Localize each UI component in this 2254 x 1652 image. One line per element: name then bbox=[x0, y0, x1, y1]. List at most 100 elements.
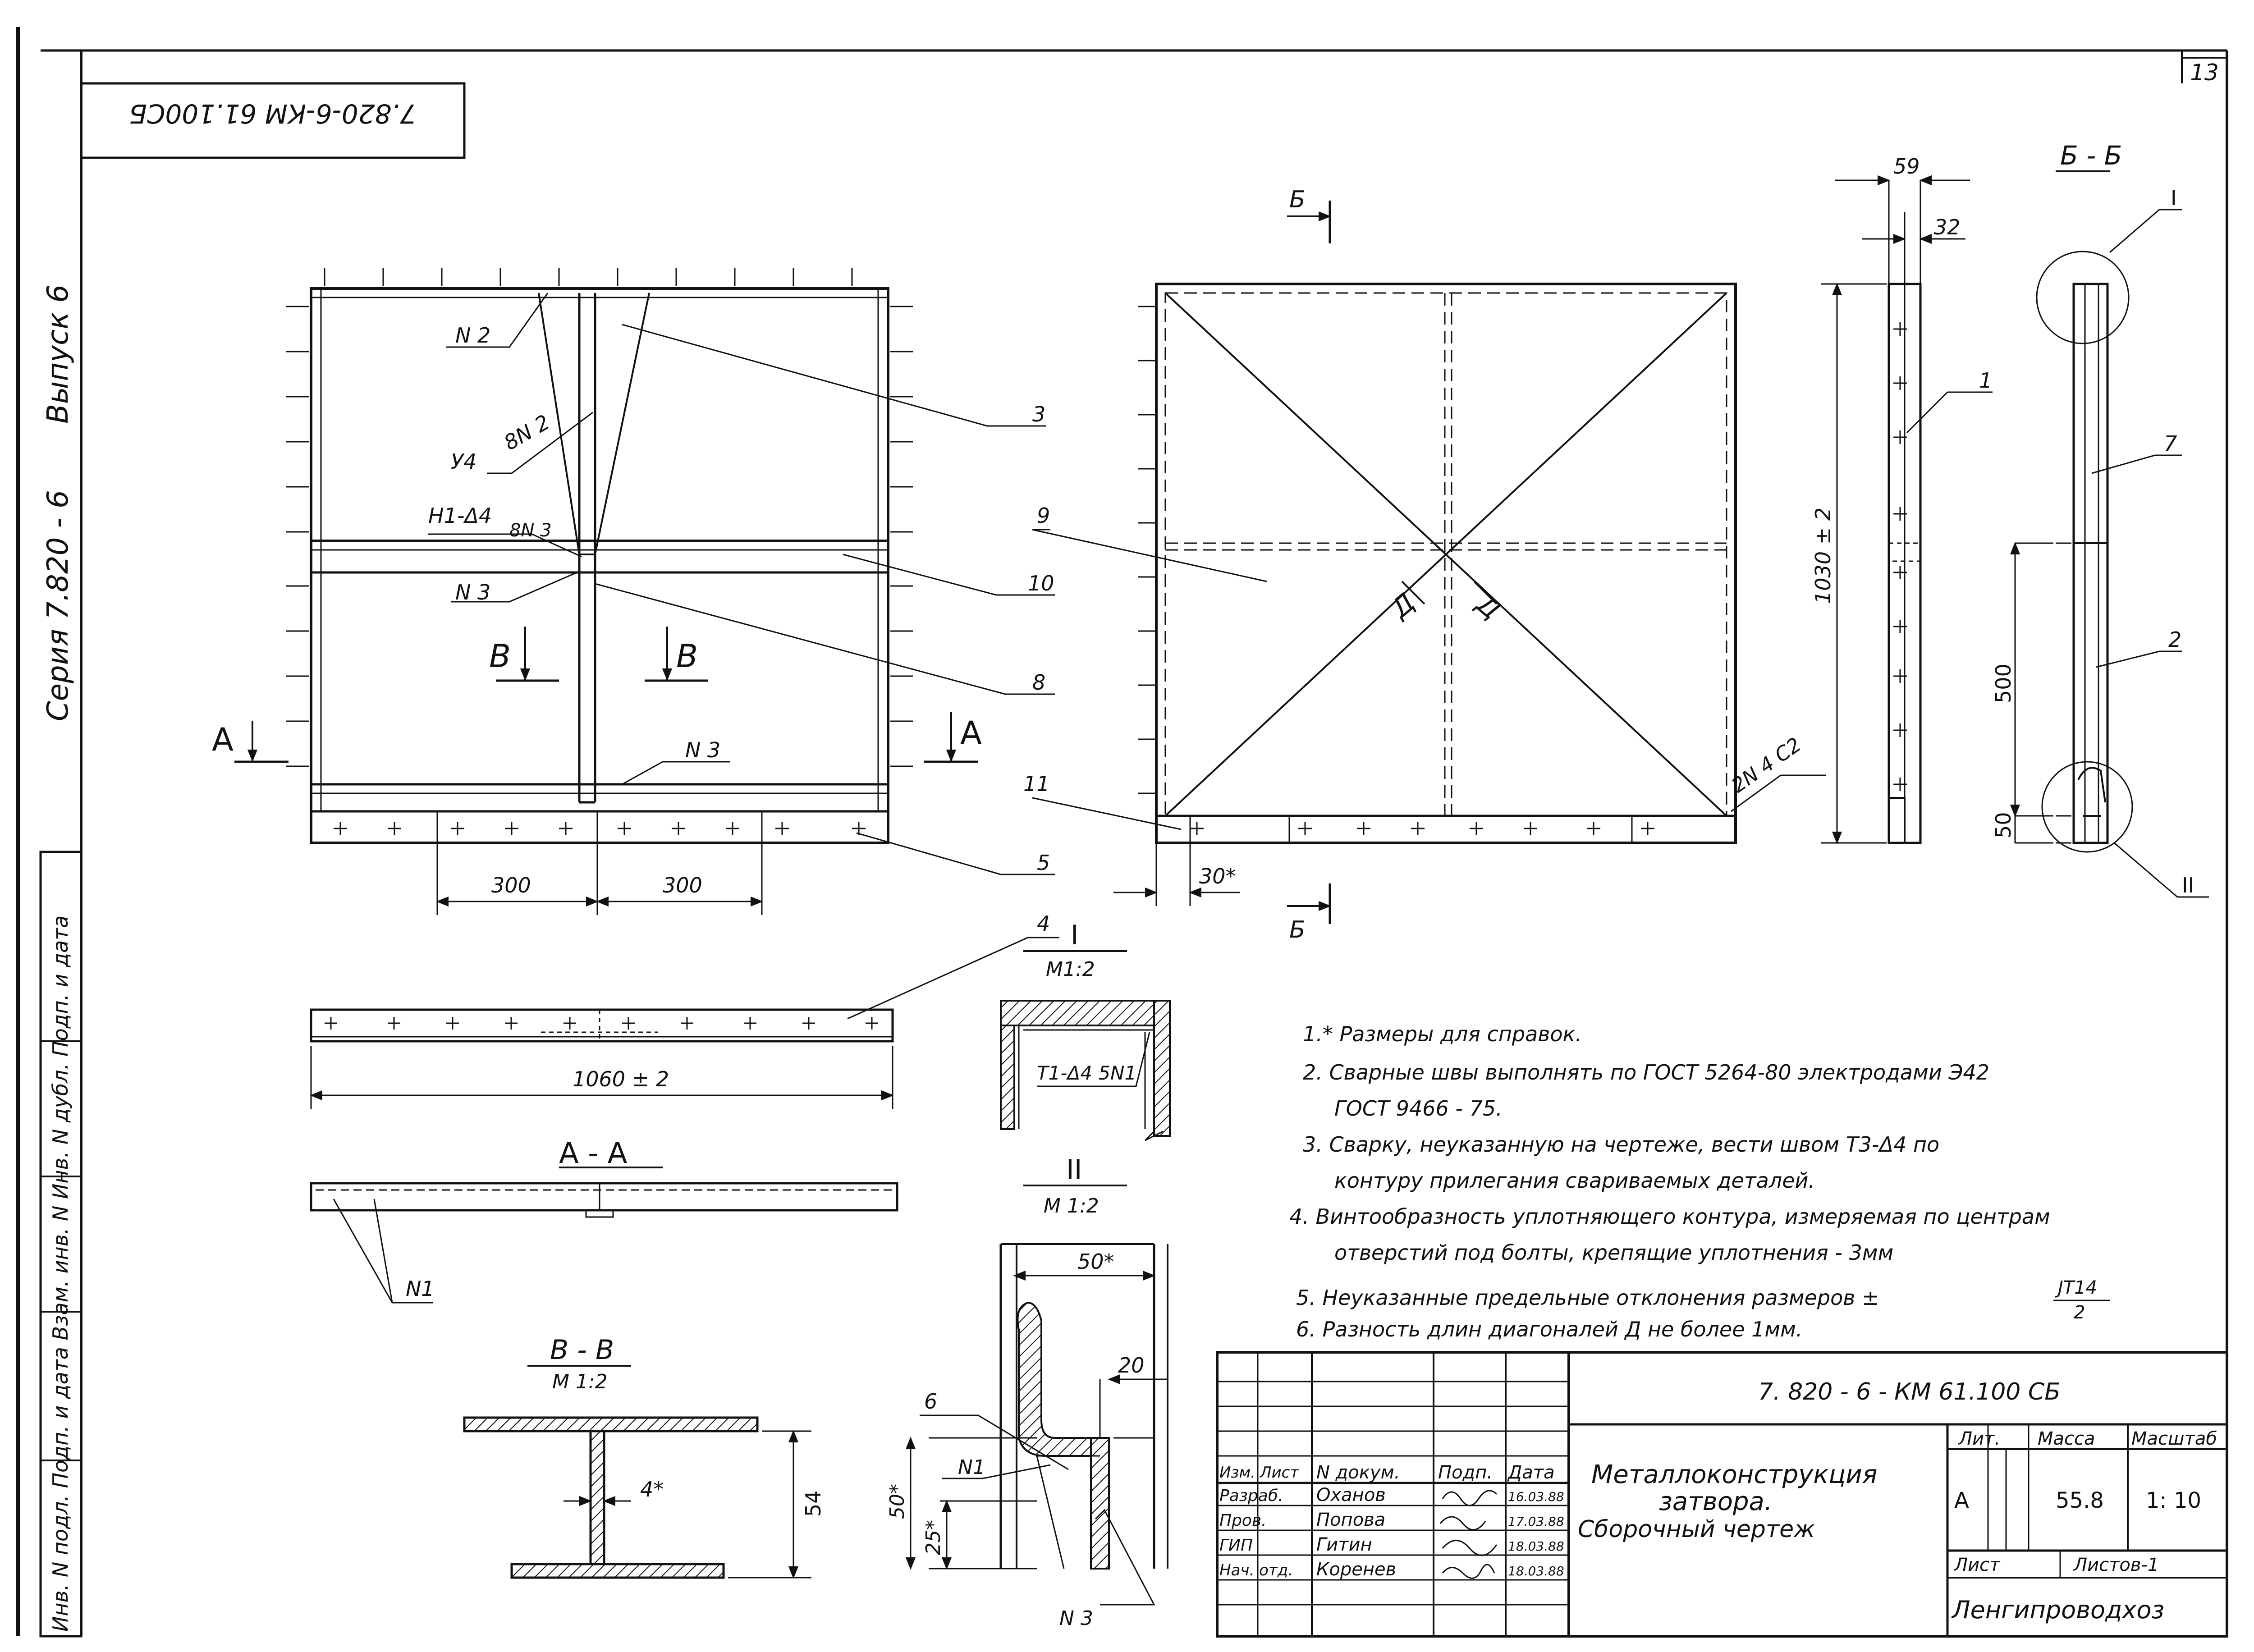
signature-4 bbox=[1442, 1564, 1495, 1579]
section-vv-scale: М 1:2 bbox=[552, 1370, 608, 1393]
lit-label: Лит. bbox=[1958, 1428, 2000, 1449]
title-block-doc-code: 7. 820 - 6 - КМ 61.100 СБ bbox=[1758, 1378, 2061, 1405]
strip-view bbox=[310, 937, 1059, 1109]
scale-label: Масштаб bbox=[2131, 1428, 2217, 1449]
section-bb-dim-500: 500 bbox=[1991, 664, 2016, 703]
section-b-top-label: Б bbox=[1289, 186, 1306, 213]
dim-1030-label: 1030 ± 2 bbox=[1811, 508, 1835, 604]
section-vv-dim-54: 54 bbox=[801, 1490, 825, 1517]
note-1: 1.* Размеры для справок. bbox=[1303, 1022, 1582, 1046]
section-aa bbox=[310, 1167, 898, 1304]
section-bb bbox=[2010, 170, 2209, 898]
header-izm: Изм. bbox=[1219, 1464, 1255, 1482]
callout-3: 3 bbox=[1032, 402, 1045, 426]
dim-30-label: 30* bbox=[1199, 864, 1236, 888]
series-label: Серия 7.820 - 6 bbox=[41, 490, 75, 721]
organization-name: Ленгипроводхоз bbox=[1951, 1596, 2164, 1624]
lit-value: А bbox=[1954, 1488, 1969, 1513]
section-a-right-label: A bbox=[960, 714, 982, 751]
strip-dim-label: 1060 ± 2 bbox=[573, 1067, 669, 1091]
weld-u4-label: У4 bbox=[451, 449, 476, 474]
detail-ii-weld-n3: N 3 bbox=[1059, 1607, 1093, 1630]
mass-label: Масса bbox=[2038, 1428, 2095, 1449]
front-view bbox=[234, 268, 1055, 915]
row-2-role: Пров. bbox=[1219, 1511, 1267, 1530]
section-a-left-label: A bbox=[212, 721, 234, 758]
section-bb-callout-7: 7 bbox=[2164, 431, 2177, 456]
callout-11: 11 bbox=[1023, 772, 1050, 796]
title-block-labels: 7. 820 - 6 - КМ 61.100 СБ Изм. Лист N до… bbox=[1219, 1378, 2217, 1624]
sheets-label: Листов-1 bbox=[2073, 1555, 2159, 1575]
row-1-name: Оханов bbox=[1316, 1485, 1386, 1506]
signature-2 bbox=[1439, 1516, 1486, 1531]
detail-i-weld: Т1-Δ4 5N1 bbox=[1037, 1062, 1136, 1084]
issue-label: Выпуск 6 bbox=[41, 284, 75, 424]
note-3: 3. Сварку, неуказанную на чертеже, вести… bbox=[1303, 1132, 1939, 1157]
section-v-left-label: В bbox=[489, 638, 511, 675]
note-5: 5. Неуказанные предельные отклонения раз… bbox=[1296, 1286, 1879, 1310]
section-bb-labels: Б - Б I 7 2 II 500 50 bbox=[1991, 140, 2194, 897]
row-4-date: 18.03.88 bbox=[1508, 1564, 1564, 1579]
diag-mark-left: Д bbox=[1384, 587, 1421, 625]
signature-3 bbox=[1442, 1540, 1498, 1556]
detail-ii-dim-50-side: 50* bbox=[886, 1484, 909, 1519]
dim-300-left: 300 bbox=[491, 873, 531, 897]
header-data: Дата bbox=[1507, 1462, 1555, 1483]
section-vv-title: В - В bbox=[550, 1334, 614, 1366]
stamp-code-rotated: 7.820-6-КМ 61.100СБ bbox=[129, 98, 417, 129]
side-view-labels: 59 32 1030 ± 2 1 bbox=[1811, 154, 1992, 604]
back-view bbox=[1032, 201, 1826, 924]
signature-1 bbox=[1442, 1490, 1498, 1506]
header-ndokum: N докум. bbox=[1316, 1462, 1400, 1483]
section-vv bbox=[463, 1365, 811, 1579]
weld-8n3-label: 8N 3 bbox=[509, 520, 552, 541]
section-vv-dim-4: 4* bbox=[640, 1477, 664, 1501]
detail-ii-callout-6: 6 bbox=[924, 1389, 937, 1414]
note-4: 4. Винтообразность уплотняющего контура,… bbox=[1289, 1204, 2050, 1229]
diag-mark-right: Д bbox=[1470, 588, 1507, 625]
section-aa-title: А - А bbox=[559, 1137, 628, 1170]
detail-i bbox=[1000, 950, 1171, 1141]
callout-5: 5 bbox=[1037, 851, 1050, 875]
notes: 1.* Размеры для справок. 2. Сварные швы … bbox=[1289, 1022, 2110, 1341]
section-v-right-label: В bbox=[676, 638, 698, 675]
row-1-role: Разраб. bbox=[1219, 1487, 1283, 1505]
header-list: Лист bbox=[1259, 1464, 1299, 1482]
detail-i-title: I bbox=[1071, 920, 1079, 951]
drawing-title-line1: Металлоконструкция bbox=[1591, 1460, 1877, 1489]
row-3-role: ГИП bbox=[1219, 1536, 1253, 1555]
section-bb-detail-ii: II bbox=[2182, 873, 2194, 897]
weld-n3-bottom-label: N 3 bbox=[685, 738, 720, 762]
note-2-cont: ГОСТ 9466 - 75. bbox=[1334, 1096, 1503, 1121]
tolerance-denominator: 2 bbox=[2074, 1302, 2085, 1323]
page-number: 13 bbox=[2190, 59, 2219, 86]
row-4-role: Нач. отд. bbox=[1219, 1561, 1293, 1579]
row-4-name: Коренев bbox=[1316, 1559, 1396, 1580]
drawing-title-line3: Сборочный чертеж bbox=[1578, 1516, 1815, 1543]
archive-strip: Инв. N подл. Подп. и дата Взам. инв. N И… bbox=[39, 851, 82, 1638]
detail-ii-dim-25: 25* bbox=[922, 1520, 945, 1555]
tolerance-numerator: JT14 bbox=[2055, 1277, 2097, 1298]
note-6: 6. Разность длин диагоналей Д не более 1… bbox=[1296, 1317, 1802, 1341]
detail-i-scale: М1:2 bbox=[1046, 958, 1095, 981]
detail-ii-dim-50-top: 50* bbox=[1077, 1249, 1114, 1274]
front-view-labels: N 2 У4 8N 2 Н1-Δ4 8N 3 N 3 N 3 A A В В 3… bbox=[212, 323, 1054, 897]
row-1-date: 16.03.88 bbox=[1508, 1489, 1564, 1504]
detail-ii-title: II bbox=[1066, 1154, 1082, 1185]
section-b-bottom-label: Б bbox=[1289, 916, 1306, 943]
row-3-name: Гитин bbox=[1316, 1534, 1372, 1555]
note-3-cont: контуру прилегания свариваемых деталей. bbox=[1334, 1168, 1815, 1193]
section-bb-title: Б - Б bbox=[2060, 140, 2122, 171]
callout-8: 8 bbox=[1032, 670, 1045, 695]
detail-ii-scale: М 1:2 bbox=[1044, 1194, 1099, 1217]
mass-value: 55.8 bbox=[2056, 1488, 2104, 1513]
detail-ii-weld-n1: N1 bbox=[958, 1456, 985, 1479]
drawing-title-line2: затвора. bbox=[1659, 1487, 1773, 1516]
weld-h1-label: Н1-Δ4 bbox=[428, 503, 492, 528]
dim-300-right: 300 bbox=[663, 873, 702, 897]
detail-ii bbox=[905, 1185, 1168, 1606]
weld-n2-label: N 2 bbox=[455, 323, 490, 348]
weld-2n4-label: 2N 4 С2 bbox=[1727, 733, 1805, 797]
strip-callout-4: 4 bbox=[1037, 911, 1050, 936]
